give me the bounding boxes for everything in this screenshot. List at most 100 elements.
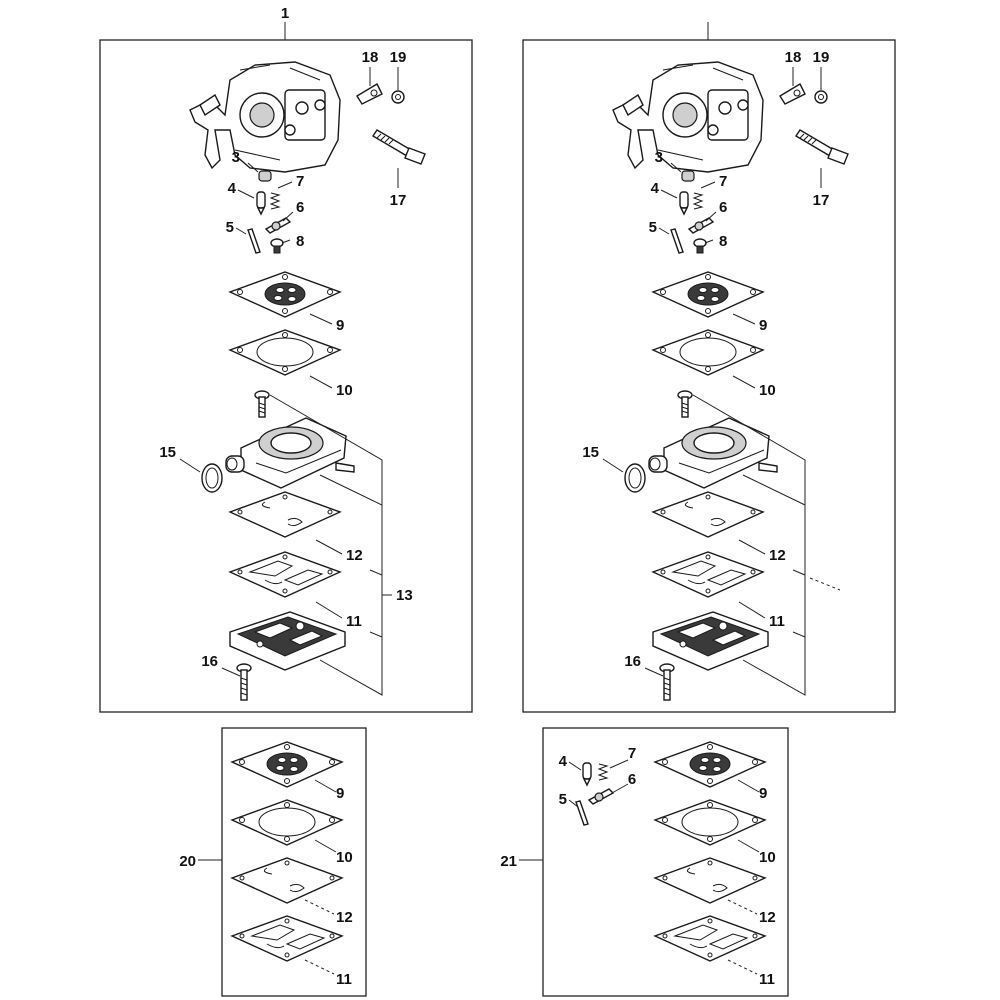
kit21-part-4	[582, 762, 592, 786]
label-13: 13	[396, 587, 413, 604]
kit21-part-7	[598, 763, 608, 781]
part-18	[356, 83, 383, 105]
part-17	[372, 129, 426, 165]
label-9: 9	[336, 317, 344, 334]
label-10: 10	[336, 382, 353, 399]
label-6-right: 6	[719, 199, 727, 216]
kit21-label-4: 4	[559, 753, 568, 770]
label-3-right: 3	[655, 149, 663, 166]
kit21-gasket-9	[654, 741, 766, 788]
part-7	[270, 192, 280, 210]
cover-plate-right	[652, 611, 769, 671]
kit21-label-10: 10	[759, 849, 776, 866]
pump-housing	[225, 417, 355, 489]
gasket-10-right	[652, 329, 764, 376]
part-4	[256, 191, 266, 215]
carburetor-body-right	[612, 61, 764, 173]
diaphragm-12-right	[652, 491, 764, 538]
left-assembly: 1 3 4 7 5 6 8 18 19 17 9 10 15 12 13 11 …	[159, 5, 426, 701]
kit20-label-9: 9	[336, 785, 344, 802]
screw-right	[677, 390, 693, 418]
label-4: 4	[228, 180, 237, 197]
cover-plate	[229, 611, 346, 671]
part-17-right	[795, 129, 849, 165]
label-1: 1	[281, 5, 289, 22]
label-17-right: 17	[813, 192, 830, 209]
kit20-label-11: 11	[336, 971, 352, 988]
kit21-part-6	[588, 788, 614, 805]
label-7-right: 7	[719, 173, 727, 190]
label-18-right: 18	[785, 49, 802, 66]
label-9-right: 9	[759, 317, 767, 334]
kit20-label-12: 12	[336, 909, 353, 926]
part-5-right	[670, 228, 684, 254]
label-8-right: 8	[719, 233, 727, 250]
label-5: 5	[226, 219, 234, 236]
pump-housing-right	[648, 417, 778, 489]
frame-right	[522, 39, 896, 713]
label-11: 11	[346, 613, 362, 630]
part-5	[247, 228, 261, 254]
label-12-right: 12	[769, 547, 786, 564]
part-3-right	[681, 170, 695, 182]
right-assembly: 3 4 7 5 6 8 18 19 17 9 10 15 12 11 16	[582, 22, 849, 701]
label-19-right: 19	[813, 49, 830, 66]
kit21-diaphragm-12	[654, 857, 766, 904]
part-15	[201, 463, 223, 493]
part-8-right	[693, 238, 707, 254]
part-3	[258, 170, 272, 182]
gasket-10	[229, 329, 341, 376]
label-3: 3	[232, 149, 240, 166]
kit21-gasket-10	[654, 799, 766, 846]
kit21-label-5: 5	[559, 791, 567, 808]
part-4-right	[679, 191, 689, 215]
label-8: 8	[296, 233, 304, 250]
frame-kit-20	[221, 727, 367, 997]
kit20-diaphragm-12	[231, 857, 343, 904]
label-21: 21	[500, 853, 517, 870]
label-17: 17	[390, 192, 407, 209]
label-15-right: 15	[582, 444, 599, 461]
label-16: 16	[201, 653, 218, 670]
gasket-11	[229, 551, 341, 598]
label-16-right: 16	[624, 653, 641, 670]
part-16-right	[659, 663, 675, 701]
frame-kit-21	[542, 727, 789, 997]
label-19: 19	[390, 49, 407, 66]
part-6-right	[688, 217, 714, 234]
kit21-label-7: 7	[628, 745, 636, 762]
kit-20: 20 9 10 12 11	[179, 741, 353, 988]
kit20-gasket-11	[231, 915, 343, 962]
label-10-right: 10	[759, 382, 776, 399]
part-6	[265, 217, 291, 234]
part-19-right	[814, 90, 828, 104]
diaphragm-12	[229, 491, 341, 538]
kit21-gasket-11	[654, 915, 766, 962]
part-15-right	[624, 463, 646, 493]
label-12: 12	[346, 547, 363, 564]
label-18: 18	[362, 49, 379, 66]
kit21-label-11: 11	[759, 971, 775, 988]
label-20: 20	[179, 853, 196, 870]
kit-21: 21 4 7 6 5 9 10 12 11	[500, 741, 776, 988]
part-19	[391, 90, 405, 104]
label-7: 7	[296, 173, 304, 190]
kit20-gasket-9	[231, 741, 343, 788]
frame-left	[99, 39, 473, 713]
kit20-label-10: 10	[336, 849, 353, 866]
label-11-right: 11	[769, 613, 785, 630]
kit21-part-5	[575, 800, 589, 826]
gasket-9-right	[652, 271, 764, 318]
gasket-11-right	[652, 551, 764, 598]
part-16	[236, 663, 252, 701]
part-8	[270, 238, 284, 254]
label-4-right: 4	[651, 180, 660, 197]
label-5-right: 5	[649, 219, 657, 236]
kit21-label-9: 9	[759, 785, 767, 802]
kit20-gasket-10	[231, 799, 343, 846]
gasket-9	[229, 271, 341, 318]
kit21-label-12: 12	[759, 909, 776, 926]
part-18-right	[779, 83, 806, 105]
screw-13a	[254, 390, 270, 418]
